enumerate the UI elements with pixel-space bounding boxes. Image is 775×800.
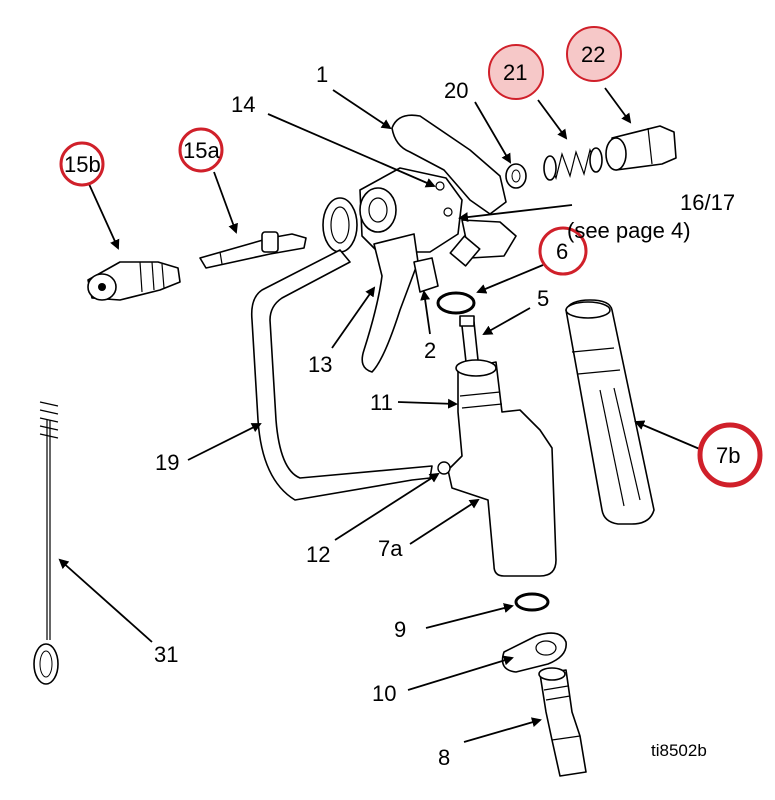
seal-part — [505, 163, 527, 189]
trigger-part — [361, 233, 419, 373]
tag-part — [501, 632, 567, 673]
callout-21: 21 — [503, 60, 527, 85]
swivel-fitting-part — [538, 667, 587, 777]
cap-part — [605, 125, 677, 171]
callout-31: 31 — [154, 642, 178, 667]
circle-6 — [538, 226, 588, 276]
handle-part — [437, 359, 557, 577]
callout-7a: 7a — [378, 536, 403, 561]
callout-20: 20 — [444, 78, 468, 103]
callout-13: 13 — [308, 352, 332, 377]
trigger-guard-part — [250, 197, 433, 501]
spring-part — [543, 147, 603, 181]
callout-5: 5 — [537, 286, 549, 311]
pin-part — [413, 257, 439, 293]
callout-19: 19 — [155, 450, 179, 475]
callout-16-17: 16/17 — [680, 190, 735, 215]
circle-7b — [697, 422, 763, 488]
callout-10: 10 — [372, 681, 396, 706]
handle-sleeve-part — [565, 299, 655, 525]
callout-15b: 15b — [64, 152, 101, 177]
fluid-tube-part — [459, 315, 479, 363]
circle-22 — [566, 26, 622, 82]
cleaning-brush-part — [33, 401, 59, 685]
callout-15a: 15a — [183, 138, 220, 163]
callout-8: 8 — [438, 745, 450, 770]
gun-head-part — [359, 114, 517, 267]
figure-id: ti8502b — [651, 741, 707, 760]
callout-12: 12 — [306, 542, 330, 567]
callout-22: 22 — [581, 42, 605, 67]
callout-labels: 1 14 20 21 22 15b 15a 16/17 (see page 4)… — [64, 42, 740, 770]
callout-14: 14 — [231, 92, 255, 117]
callout-2: 2 — [424, 338, 436, 363]
small-o-ring-part — [514, 592, 550, 612]
circle-21 — [488, 44, 544, 100]
needle-part — [199, 231, 307, 269]
callout-11: 11 — [370, 390, 393, 415]
valve-cartridge-part — [87, 261, 181, 301]
callout-6: 6 — [556, 239, 568, 264]
callout-9: 9 — [394, 617, 406, 642]
circle-15a — [178, 127, 224, 173]
o-ring-part — [436, 291, 476, 315]
highlight-circles — [59, 26, 763, 488]
callout-16-17-note: (see page 4) — [567, 218, 691, 243]
leader-arrows — [58, 87, 703, 743]
circle-15b — [59, 141, 105, 187]
callout-7b: 7b — [716, 443, 740, 468]
callout-1: 1 — [316, 62, 328, 87]
